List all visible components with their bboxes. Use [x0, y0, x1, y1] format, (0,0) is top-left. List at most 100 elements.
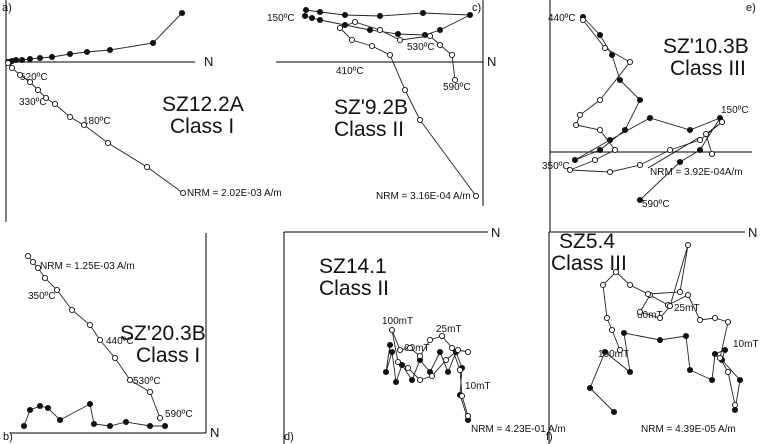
panel-f-filled-point-0 — [731, 406, 739, 414]
panel-f-filled-point-6 — [686, 366, 694, 374]
panel-a-open-point-8 — [26, 78, 34, 86]
panel-d-open-point-6 — [416, 352, 424, 360]
panel-e-open-point-12 — [666, 146, 674, 154]
panel-c-filled-point-8 — [394, 30, 402, 38]
panel-e-open-point-13 — [696, 136, 704, 144]
panel-c-filled-point-12 — [308, 14, 316, 22]
panel-d-open-point-15 — [454, 346, 462, 354]
panel-a-filled-point-7 — [26, 55, 34, 63]
panel-b-north-label: N — [210, 425, 219, 440]
panel-e-open-point-9 — [566, 166, 574, 174]
panel-e-open-point-5 — [572, 121, 580, 129]
panel-c-open-point-11 — [436, 41, 444, 49]
panel-c-filled-point-2 — [341, 11, 349, 19]
panel-a: a) N SZ12.2A Class I NRM = 2.02E-03 A/m … — [2, 0, 282, 222]
panel-c-north-label: N — [487, 54, 496, 69]
panel-a-open-point-7 — [34, 86, 42, 94]
panel-c-open-point-1 — [416, 116, 424, 124]
panel-a-letter: a) — [2, 2, 12, 14]
panel-c-filled-point-5 — [466, 11, 474, 19]
panel-d-filled-point-8 — [408, 376, 416, 384]
panel-f-class-label: Class III — [551, 252, 627, 275]
panel-b-step-label-530: 530ºC — [133, 376, 161, 387]
panel-f-open-point-11 — [666, 302, 674, 310]
panel-d-nrm-label: NRM = 4.23E-01 A/m — [471, 424, 566, 435]
panel-a-open-point-9 — [16, 71, 24, 79]
panel-b-open-point-1 — [29, 258, 37, 266]
panel-f-open-point-17 — [599, 281, 607, 289]
panel-b-open-point-0 — [24, 252, 32, 260]
panel-c-open-point-8 — [376, 26, 384, 34]
panel-f-filled-point-3 — [721, 346, 729, 354]
panel-a-open-point-6 — [42, 94, 50, 102]
panel-e-open-point-2 — [626, 58, 634, 66]
panel-a-north-label: N — [204, 54, 213, 69]
panel-d-open-point-1 — [458, 392, 466, 400]
panel-b-nrm-label: NRM = 1.25E-03 A/m — [40, 261, 135, 272]
panel-c-filled-point-13 — [301, 12, 309, 20]
panel-c-nrm-label: NRM = 3.16E-04 A/m — [376, 191, 471, 202]
panel-d-open-point-4 — [438, 332, 446, 340]
panel-c-open-point-4 — [368, 42, 376, 50]
panel-d-filled-point-4 — [444, 368, 452, 376]
panel-e-letter: e) — [746, 2, 756, 14]
panel-a-filled-point-3 — [83, 48, 91, 56]
panel-b-step-label-440: 440ºC — [106, 336, 134, 347]
panel-c-open-point-10 — [426, 32, 434, 40]
panel-e-step-label-350: 350ºC — [542, 161, 570, 172]
panel-c-open-point-2 — [401, 86, 409, 94]
panel-c-open-point-7 — [351, 18, 359, 26]
panel-e-filled-point-8 — [606, 136, 614, 144]
panel-c-open-point-6 — [336, 24, 344, 32]
panel-f-filled-point-8 — [656, 336, 664, 344]
panel-b-open-point-5 — [68, 306, 76, 314]
panel-e-class-label: Class III — [670, 57, 746, 80]
panel-e-filled-point-10 — [686, 126, 694, 134]
panel-d-open-point-11 — [404, 364, 412, 372]
panel-f-filled-point-5 — [708, 376, 716, 384]
panel-f-open-point-19 — [608, 326, 616, 334]
panel-d-filled-point-5 — [436, 348, 444, 356]
panel-d-letter: d) — [284, 431, 294, 443]
panel-b-filled-point-0 — [20, 422, 28, 430]
panel-f-open-point-18 — [603, 314, 611, 322]
panel-f-traces — [586, 241, 744, 416]
panel-e-open-point-15 — [702, 130, 710, 138]
panel-c-open-point-9 — [396, 36, 404, 44]
panel-c-open-point-5 — [348, 36, 356, 44]
panel-b-open-point-2 — [34, 264, 42, 272]
panel-d-open-point-5 — [426, 336, 434, 344]
panel-e-open-point-8 — [591, 156, 599, 164]
panel-a-filled-point-4 — [66, 50, 74, 58]
panel-d-class-label: Class II — [319, 277, 389, 300]
panel-e-open-point-14 — [718, 118, 726, 126]
panel-d-open-point-16 — [464, 348, 472, 356]
panel-f-filled-point-10 — [626, 368, 634, 376]
panel-f-sample-name: SZ5.4 — [559, 230, 615, 253]
panel-d-open-point-14 — [442, 356, 450, 364]
panel-c-class-label: Class II — [334, 118, 404, 141]
panel-f-filled-point-7 — [682, 332, 690, 340]
panel-a-open-point-5 — [51, 100, 59, 108]
panel-e-filled-point-12 — [696, 146, 704, 154]
panel-a-open-point-11 — [4, 59, 12, 67]
panel-c-open-point-0 — [472, 192, 480, 200]
panel-b-filled-point-8 — [122, 418, 130, 426]
panel-d-filled-point-12 — [382, 368, 390, 376]
panel-b-filled-point-10 — [161, 422, 169, 430]
panel-e-open-point-10 — [606, 168, 614, 176]
panel-f-filled-point-9 — [620, 329, 628, 337]
panel-d-step-label-10: 10mT — [465, 381, 491, 392]
panel-c-filled-point-4 — [419, 9, 427, 17]
panel-e-step-label-150: 150ºC — [721, 105, 749, 116]
panel-a-filled-point-6 — [36, 54, 44, 62]
panel-e-filled-point-3 — [616, 76, 624, 84]
panel-f-open-point-4 — [711, 314, 719, 322]
panel-a-filled-point-1 — [149, 39, 157, 47]
panel-b-open-point-7 — [96, 336, 104, 344]
panel-b-filled-point-3 — [44, 404, 52, 412]
panel-c-step-label-410: 410ºC — [336, 66, 364, 77]
panel-d-open-point-0 — [464, 412, 472, 420]
panel-a-step-label-520: 520ºC — [20, 72, 48, 83]
panel-f-filled-point-11 — [601, 348, 609, 356]
